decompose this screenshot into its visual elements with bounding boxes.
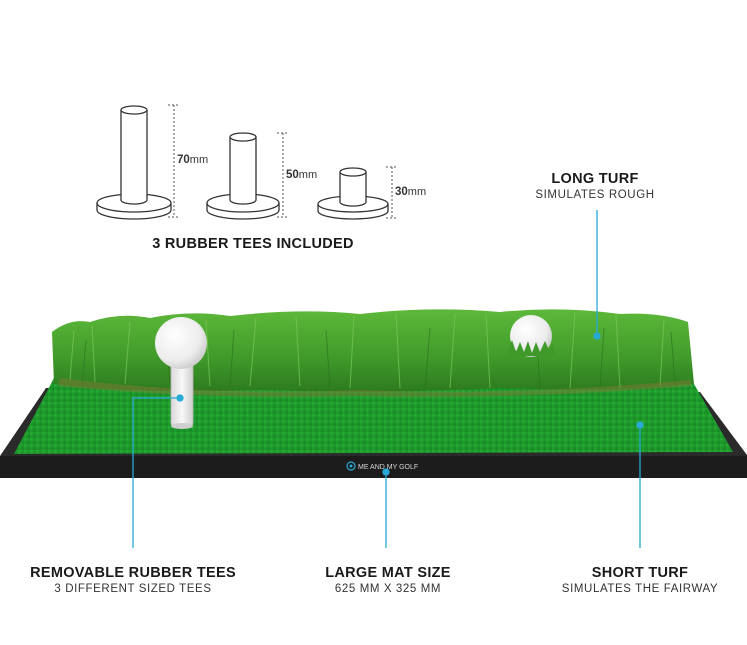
short-turf-subtitle: SIMULATES THE FAIRWAY xyxy=(561,583,719,595)
brand-logo: ME AND MY GOLF xyxy=(346,461,418,471)
golf-mat: ME AND MY GOLF xyxy=(0,309,747,478)
golf-ball-on-tee xyxy=(155,317,207,369)
tee-30-label: 30mm xyxy=(395,186,427,198)
tee-50-drawing xyxy=(206,132,280,220)
removable-tees-title: REMOVABLE RUBBER TEES xyxy=(30,565,236,581)
long-turf xyxy=(52,309,694,392)
tee-drawings xyxy=(96,105,389,220)
removable-tees-subtitle: 3 DIFFERENT SIZED TEES xyxy=(54,583,212,595)
tee-70-drawing xyxy=(96,105,172,220)
tee-50-label: 50mm xyxy=(286,169,318,181)
short-turf xyxy=(14,378,733,454)
long-turf-title: LONG TURF xyxy=(551,171,639,187)
tee-70-label: 70mm xyxy=(177,154,209,166)
tee-30-drawing xyxy=(317,167,389,220)
mat-size-title: LARGE MAT SIZE xyxy=(325,565,451,581)
long-turf-subtitle: SIMULATES ROUGH xyxy=(535,189,655,201)
mat-size-subtitle: 625 MM X 325 MM xyxy=(334,583,442,595)
short-turf-title: SHORT TURF xyxy=(591,565,689,581)
brand-logo-text: ME AND MY GOLF xyxy=(358,464,418,471)
dimension-lines xyxy=(168,104,398,219)
tees-heading: 3 RUBBER TEES INCLUDED xyxy=(152,236,354,252)
callout-lines xyxy=(132,210,644,548)
